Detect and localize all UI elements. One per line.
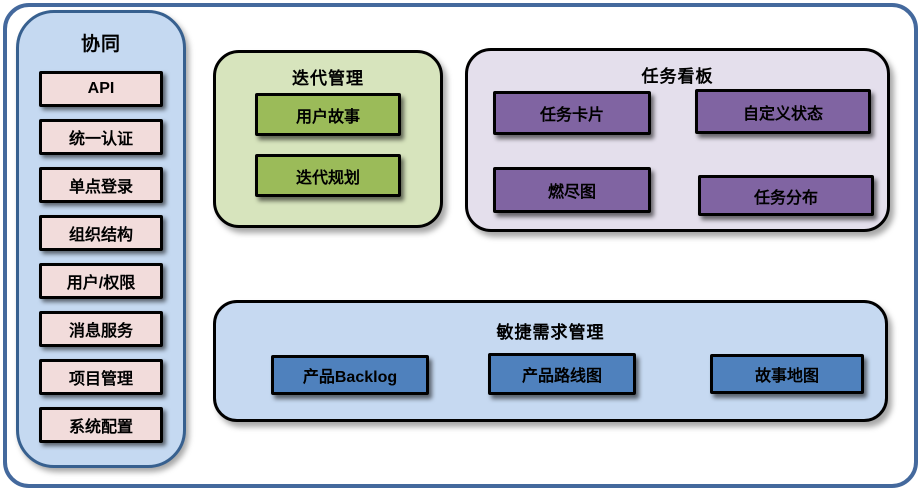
item-burndown-chart: 燃尽图 xyxy=(493,167,651,213)
sidebar-item-sso: 单点登录 xyxy=(39,167,163,203)
sidebar-item-list: API 统一认证 单点登录 组织结构 用户/权限 消息服务 项目管理 系统配置 xyxy=(39,71,163,443)
panel-agile-requirements: 敏捷需求管理 产品Backlog 产品路线图 故事地图 xyxy=(213,300,888,422)
item-iteration-planning: 迭代规划 xyxy=(255,154,401,197)
item-task-distribution: 任务分布 xyxy=(698,175,874,216)
sidebar-item-project-management: 项目管理 xyxy=(39,359,163,395)
item-custom-status: 自定义状态 xyxy=(695,89,871,134)
sidebar-item-message-service: 消息服务 xyxy=(39,311,163,347)
item-user-story: 用户故事 xyxy=(255,93,401,136)
sidebar-item-api: API xyxy=(39,71,163,107)
panel-task-board-title: 任务看板 xyxy=(641,67,714,86)
panel-iteration-title: 迭代管理 xyxy=(292,69,364,88)
panel-iteration-management: 迭代管理 用户故事 迭代规划 xyxy=(213,50,443,228)
item-product-backlog: 产品Backlog xyxy=(271,355,429,395)
panel-task-board: 任务看板 任务卡片 自定义状态 燃尽图 任务分布 xyxy=(465,48,890,232)
panel-collaboration-title: 协同 xyxy=(80,34,121,55)
panel-collaboration: 协同 API 统一认证 单点登录 组织结构 用户/权限 消息服务 项目管理 系统… xyxy=(16,10,186,468)
sidebar-item-system-config: 系统配置 xyxy=(39,407,163,443)
panel-agile-title: 敏捷需求管理 xyxy=(496,323,605,342)
item-task-card: 任务卡片 xyxy=(493,91,651,135)
item-story-map: 故事地图 xyxy=(710,354,864,394)
sidebar-item-org-structure: 组织结构 xyxy=(39,215,163,251)
item-product-roadmap: 产品路线图 xyxy=(488,353,636,395)
sidebar-item-unified-auth: 统一认证 xyxy=(39,119,163,155)
sidebar-item-user-permissions: 用户/权限 xyxy=(39,263,163,299)
